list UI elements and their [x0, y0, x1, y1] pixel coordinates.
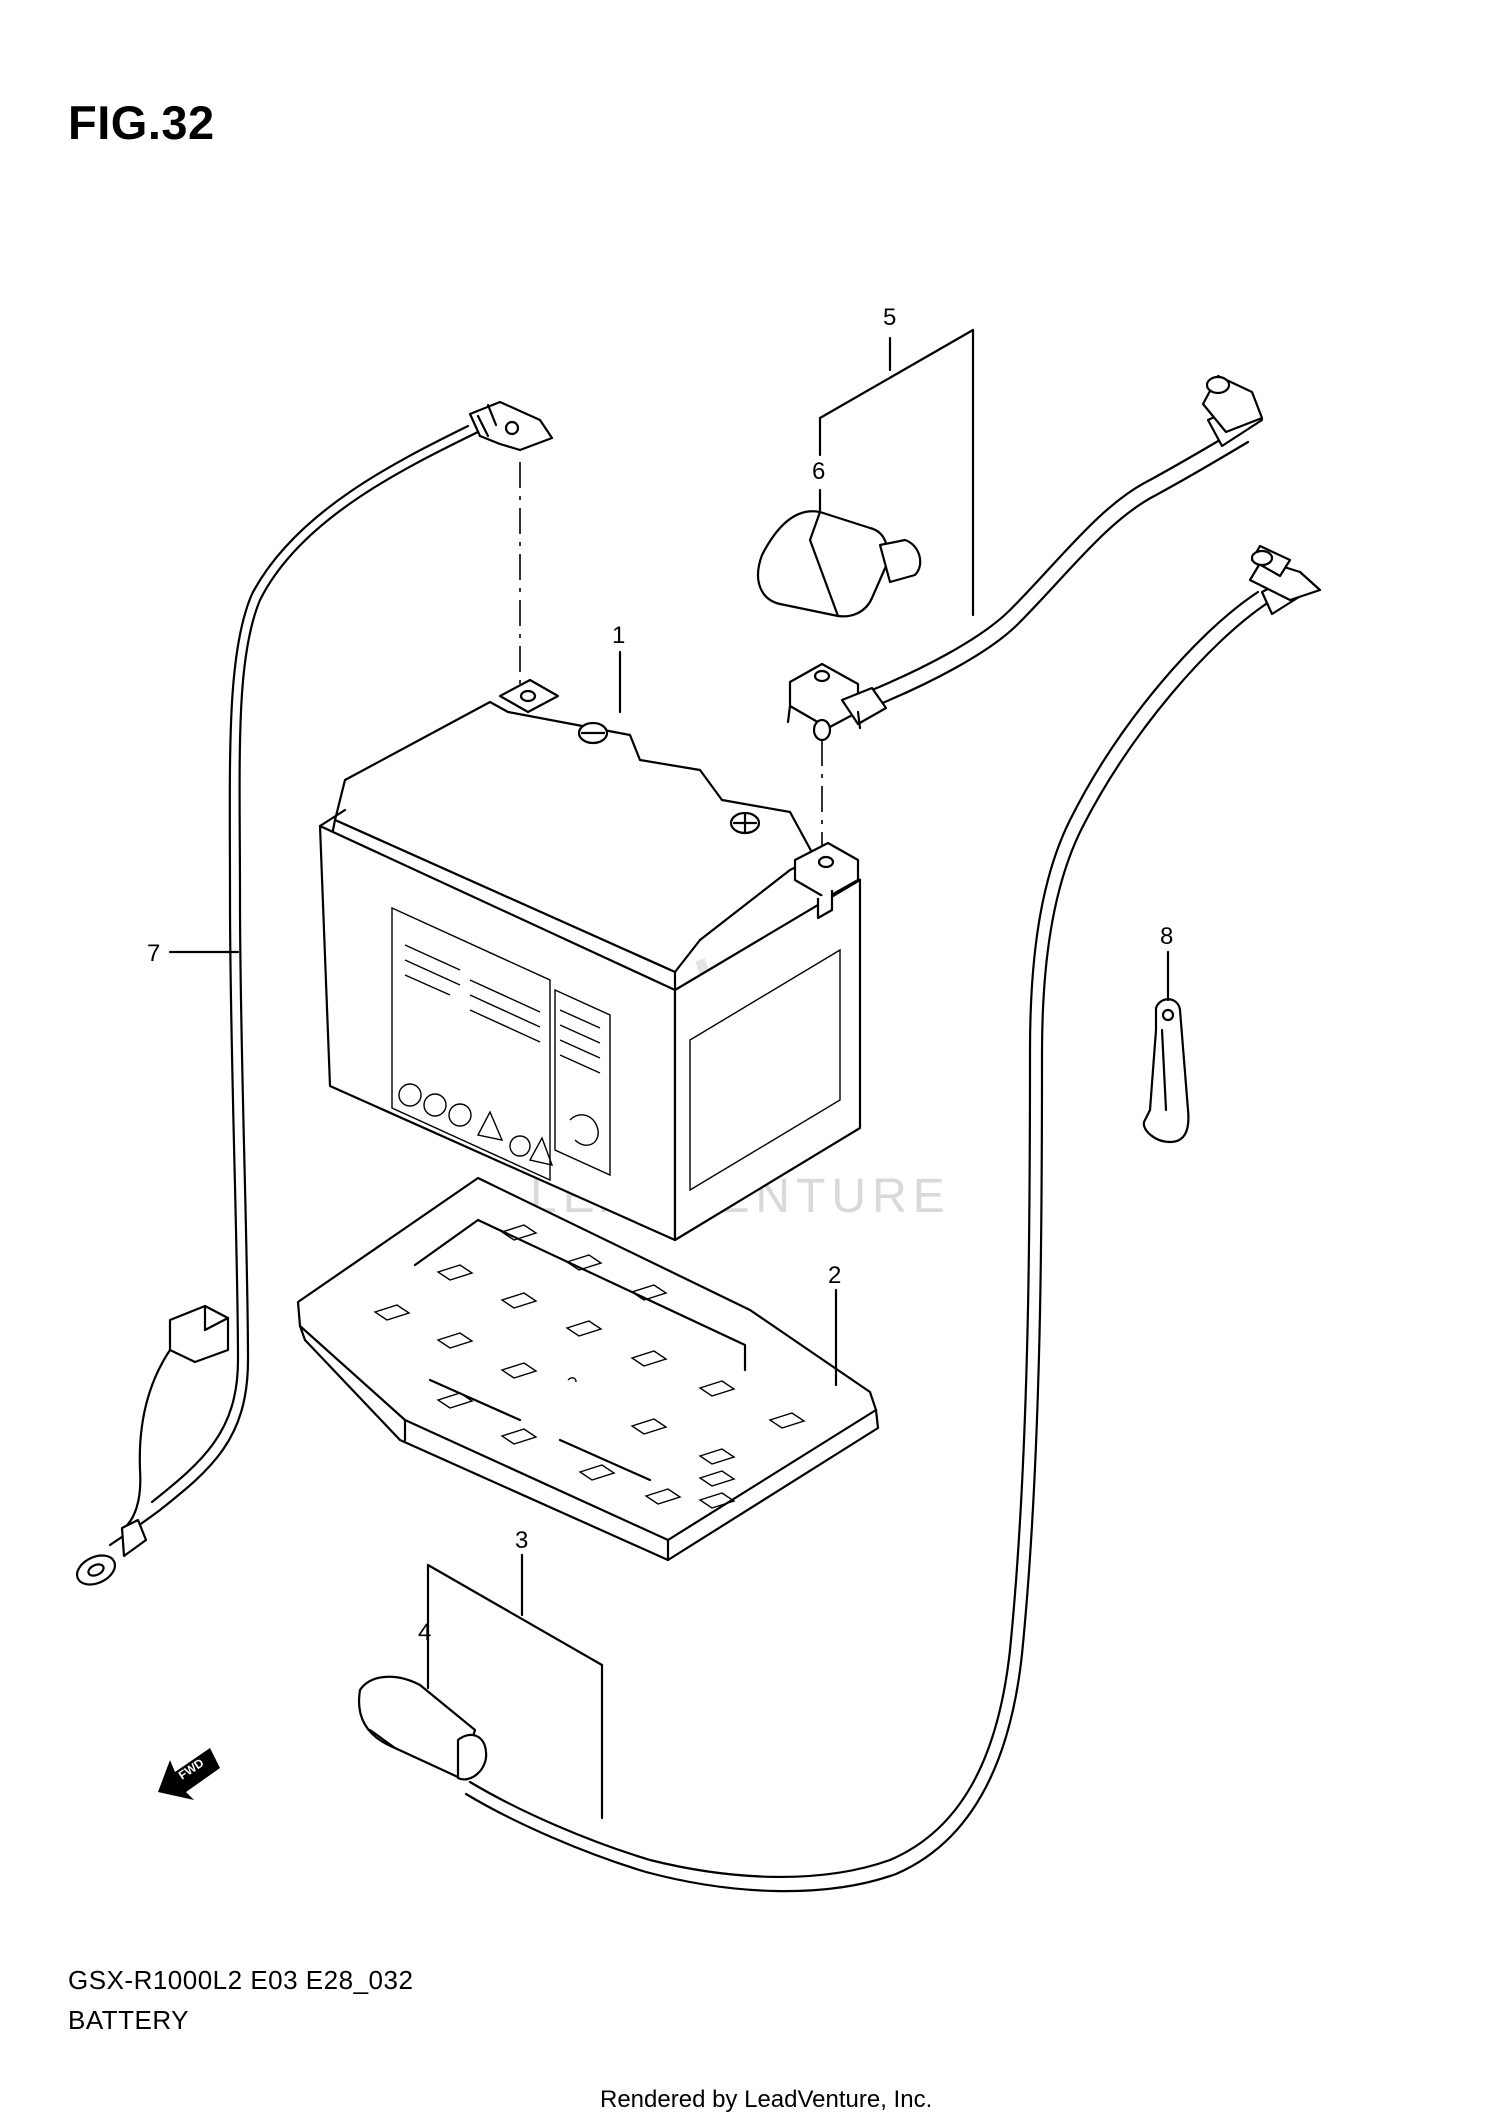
callout-3: 3	[515, 1527, 528, 1554]
callout-8: 8	[1160, 923, 1173, 950]
tray-slots	[373, 1224, 806, 1509]
part-4-terminal-boot[interactable]	[357, 1675, 488, 1781]
fwd-arrow-icon: FWD	[158, 1748, 220, 1800]
part-2-battery-tray[interactable]	[296, 1176, 880, 1562]
callout-5: 5	[883, 304, 896, 331]
model-code: GSX-R1000L2 E03 E28_032	[68, 1965, 414, 1995]
callout-4: 4	[418, 1619, 431, 1646]
part-6-terminal-cover[interactable]	[757, 510, 922, 618]
part-8-clamp[interactable]	[1142, 998, 1190, 1144]
long-cable[interactable]	[464, 544, 1322, 1893]
part-1-battery[interactable]	[318, 678, 862, 1242]
render-credit: Rendered by LeadVenture, Inc.	[600, 2086, 933, 2113]
part-7-lead-wire[interactable]	[72, 400, 554, 1590]
leader-5-diagonal	[818, 328, 975, 420]
leader-3-diagonal	[426, 1563, 604, 1667]
callout-6: 6	[812, 458, 825, 485]
callout-2: 2	[828, 1262, 841, 1289]
figure-title: FIG.32	[68, 96, 215, 149]
part-5-positive-cable[interactable]	[786, 374, 1264, 742]
section-name: BATTERY	[68, 2005, 190, 2035]
callout-1: 1	[612, 622, 625, 649]
callout-7: 7	[147, 940, 160, 967]
